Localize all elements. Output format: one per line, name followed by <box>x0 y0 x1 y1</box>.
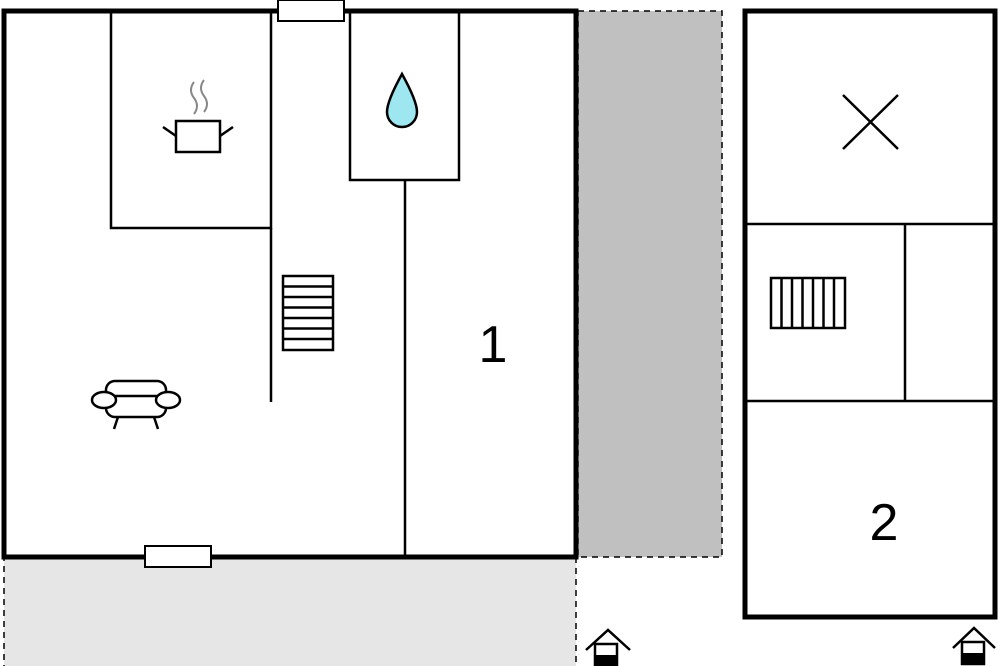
staircase-icon <box>281 274 335 352</box>
kitchen-pot-icon <box>162 79 234 154</box>
kitchen-room <box>109 9 273 230</box>
terrace-area <box>3 556 577 666</box>
covered-area <box>577 10 723 558</box>
entrance-house-icon <box>952 626 996 666</box>
bathroom-water-drop-icon <box>385 71 419 129</box>
upper-floor-outline <box>742 8 998 620</box>
upper-staircase-icon <box>769 276 847 330</box>
window-bottom <box>144 545 212 568</box>
open-void-cross-icon <box>842 94 899 150</box>
room-number-2: 2 <box>870 494 899 552</box>
window-top <box>277 0 345 22</box>
living-sofa-icon <box>90 379 182 430</box>
room-number-1: 1 <box>479 316 508 374</box>
entrance-house-icon <box>585 628 631 666</box>
